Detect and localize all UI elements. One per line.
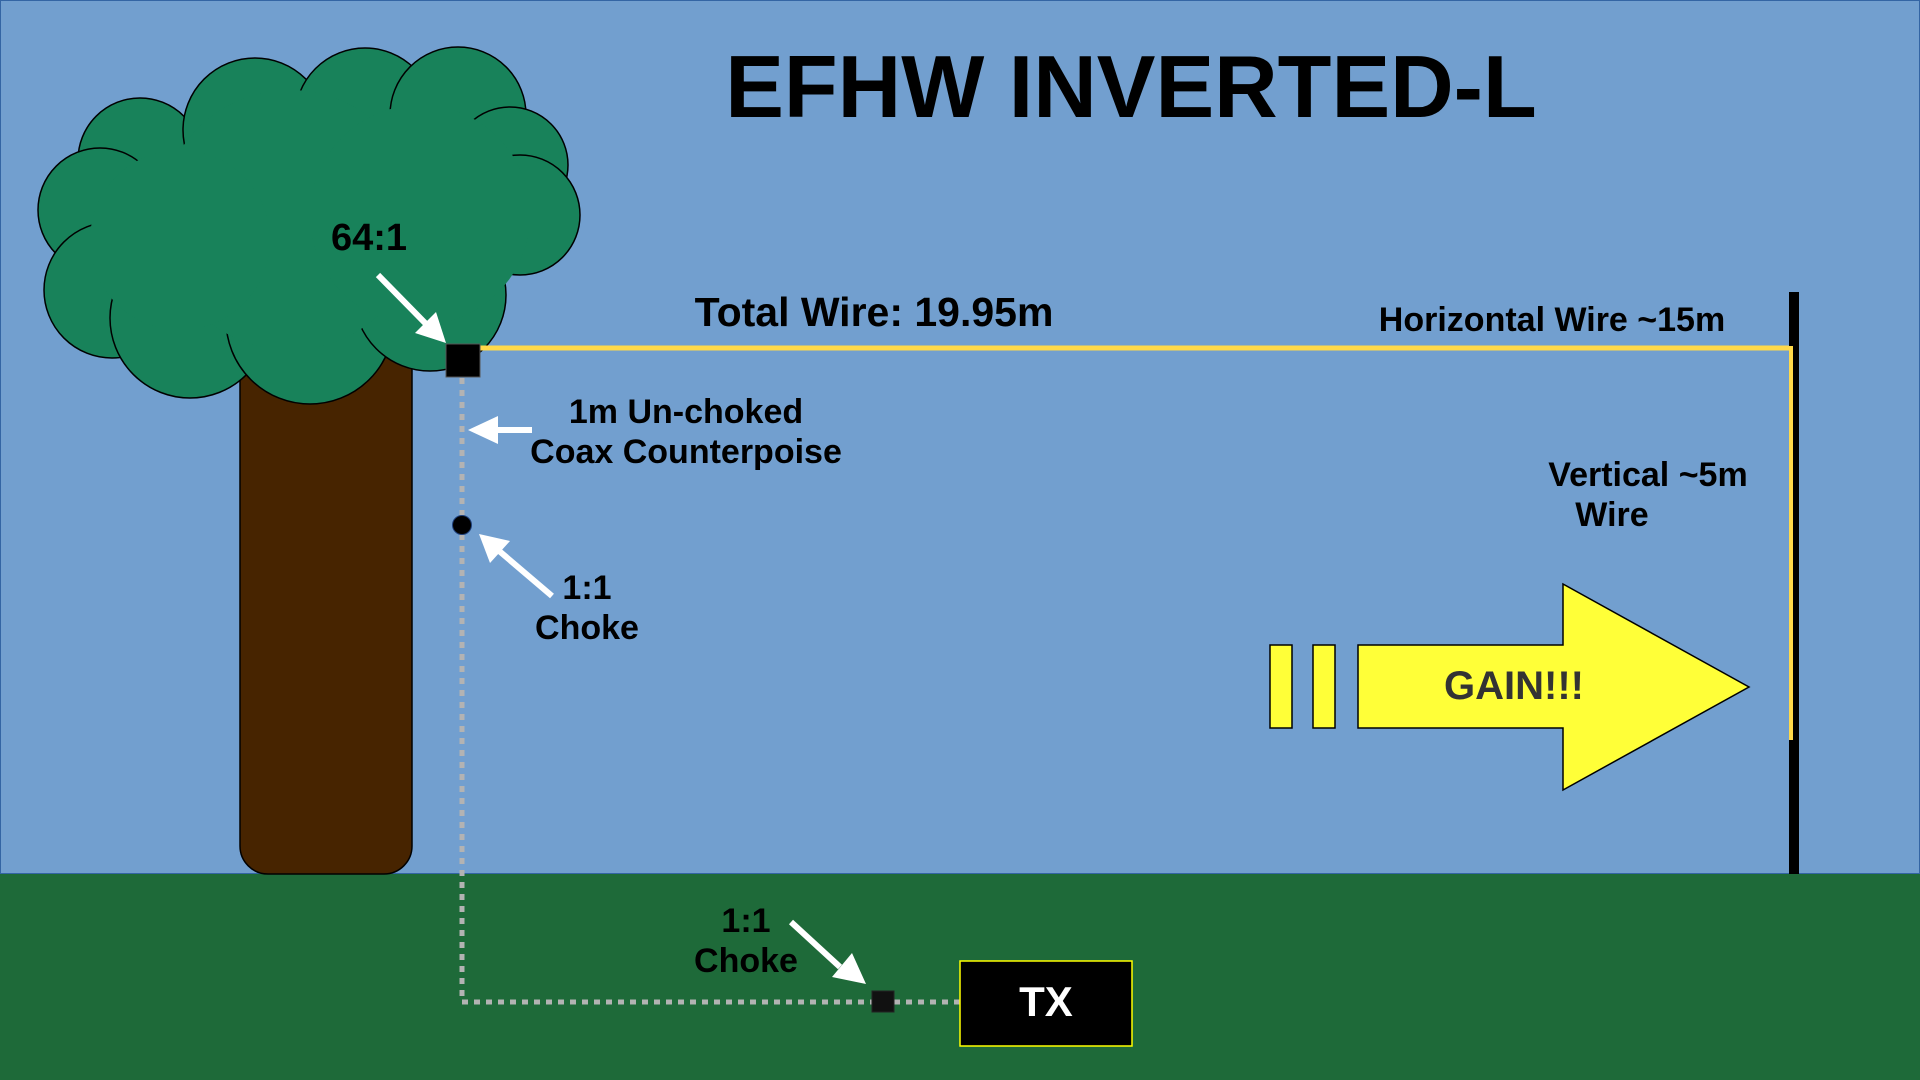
vertical-wire-label-line1: Vertical ~5m [1548, 456, 1747, 494]
coax-cable [459, 378, 962, 1005]
tree-trunk [239, 329, 413, 875]
gain-arrow-icon [1269, 582, 1751, 792]
transformer-64-1[interactable] [445, 343, 481, 378]
arrow-to-choke-2-icon [788, 919, 866, 984]
counterpoise-label-line2: Coax Counterpoise [530, 433, 842, 471]
choke-1-label-line2: Choke [535, 609, 639, 647]
arrow-to-choke-1-icon [479, 534, 554, 599]
choke-1-label-line1: 1:1 [562, 569, 611, 607]
choke-1[interactable] [452, 515, 472, 535]
vertical-wire-label-line2: Wire [1575, 496, 1648, 534]
tx-label: TX [1019, 978, 1073, 1025]
gain-label: GAIN!!! [1444, 664, 1584, 708]
page-title: EFHW INVERTED-L [725, 37, 1537, 136]
choke-2[interactable] [871, 990, 895, 1013]
mast [1789, 292, 1799, 874]
total-wire-label: Total Wire: 19.95m [695, 289, 1054, 335]
choke-2-label-line2: Choke [694, 942, 798, 980]
arrow-to-counterpoise-icon [468, 416, 532, 444]
tree-foliage [37, 46, 581, 405]
tx-box[interactable] [959, 960, 1133, 1047]
arrow-to-transformer-icon [375, 272, 446, 343]
transformer-label: 64:1 [331, 217, 407, 259]
choke-2-label-line1: 1:1 [721, 902, 770, 940]
horizontal-wire-label: Horizontal Wire ~15m [1379, 301, 1725, 339]
counterpoise-label-line1: 1m Un-choked [569, 393, 803, 431]
